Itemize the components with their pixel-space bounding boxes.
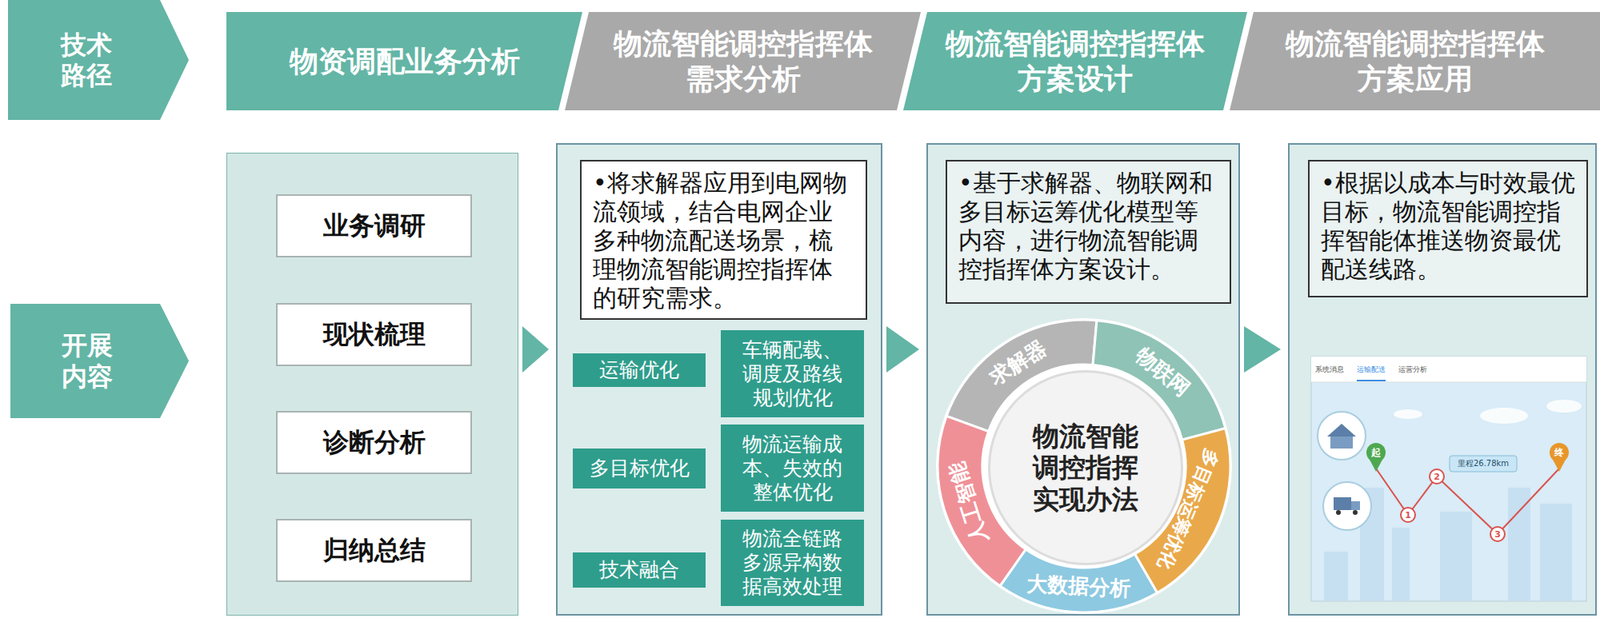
category-detail: 物流运输成本、失效的整体优化 — [720, 424, 864, 512]
route-stop — [1490, 527, 1505, 542]
city-buildings — [1324, 488, 1572, 601]
clouds — [1393, 400, 1582, 424]
design-text-box: •基于求解器、物联网和多目标运筹优化模型等内容，进行物流智能调控指挥体方案设计。 — [945, 160, 1232, 304]
node-text: •将求解器应用到电网物流领域，结合电网企业多种物流配送场景，梳理物流智能调控指挥… — [592, 168, 855, 313]
node-text: 诊断分析 — [323, 425, 426, 461]
stage-band: 物资调配业务分析 — [226, 12, 583, 111]
node-text: 开展内容 — [59, 330, 116, 392]
band-fill — [8, 0, 189, 120]
band-fill — [564, 12, 921, 111]
active-tab-mark — [1356, 380, 1386, 382]
application-text-box: •根据以成本与时效最优目标，物流智能调控指挥智能体推送物资最优配送线路。 — [1308, 160, 1588, 298]
tab-label: 运营分析 — [1398, 366, 1428, 374]
flow-arrow — [1244, 326, 1281, 373]
start-pin-tail — [1368, 458, 1384, 472]
end-pin — [1549, 443, 1569, 463]
truck-box — [1333, 497, 1352, 511]
node-text: 物流智能调控指挥实现办法 — [1030, 420, 1142, 516]
step-box: 归纳总结 — [276, 519, 472, 583]
step-box: 诊断分析 — [276, 411, 472, 475]
node-text: 物流智能调控指挥体 需求分析 — [606, 26, 880, 96]
flow-arrow — [886, 326, 920, 373]
node-text: 业务调研 — [323, 208, 426, 244]
flow-arrow — [522, 326, 549, 373]
distance-label: 里程26.78km — [1457, 460, 1509, 468]
truck-wheel — [1352, 510, 1358, 516]
truck-cab — [1351, 501, 1360, 511]
route-marker: 2 — [1433, 472, 1440, 482]
node-text: 多目标优化 — [589, 456, 690, 481]
requirement-text-box: •将求解器应用到电网物流领域，结合电网企业多种物流配送场景，梳理物流智能调控指挥… — [580, 160, 868, 320]
ring-backdrop — [936, 318, 1232, 615]
route-marker: 终 — [1554, 448, 1564, 458]
node-text: 归纳总结 — [323, 533, 426, 569]
truck-icon — [1323, 482, 1372, 531]
band-fill — [226, 12, 583, 111]
node-text: 现状梳理 — [323, 317, 426, 353]
category-detail: 车辆配载、调度及路线规划优化 — [720, 330, 864, 418]
warehouse-body — [1330, 436, 1353, 449]
band-fill — [10, 304, 189, 419]
stage-band: 物流智能调控指挥体 方案设计 — [903, 12, 1248, 111]
category-detail: 物流全链路多源异构数据高效处理 — [720, 520, 864, 607]
node-text: 车辆配载、调度及路线规划优化 — [733, 338, 852, 411]
route-marker: 起 — [1371, 448, 1381, 458]
stage-band: 物流智能调控指挥体 需求分析 — [564, 12, 921, 111]
route-stop — [1400, 508, 1416, 523]
node-text: •根据以成本与时效最优目标，物流智能调控指挥智能体推送物资最优配送线路。 — [1320, 168, 1576, 284]
path-header: 技术路径 — [8, 0, 189, 120]
content-header: 开展内容 — [10, 304, 189, 419]
band-shape — [1229, 12, 1600, 111]
ring-label: 大数据分析 — [1026, 573, 1132, 600]
node-text: •基于求解器、物联网和多目标运筹优化模型等内容，进行物流智能调控指挥体方案设计。 — [958, 168, 1219, 284]
step-box: 业务调研 — [276, 194, 472, 258]
node-text: 运输优化 — [599, 358, 680, 383]
stage-band: 物流智能调控指挥体 方案应用 — [1229, 12, 1600, 111]
truck-wheel — [1336, 510, 1341, 516]
node-text: 物流运输成本、失效的整体优化 — [733, 432, 852, 505]
band-fill — [1229, 12, 1600, 111]
band-shape — [564, 12, 921, 111]
step-box: 现状梳理 — [276, 303, 472, 367]
delivery-route — [1376, 468, 1560, 535]
node-text: 物流智能调控指挥体 方案应用 — [1278, 26, 1552, 96]
band-shape — [903, 12, 1248, 111]
route-marker: 3 — [1494, 530, 1501, 540]
node-text: 物流智能调控指挥体 方案设计 — [938, 26, 1212, 96]
start-pin — [1366, 443, 1386, 463]
tab-label: 系统消息 — [1315, 366, 1344, 374]
tab-bar-rule — [1311, 382, 1587, 384]
map-ground — [1311, 356, 1587, 602]
distance-tag — [1449, 456, 1517, 472]
node-text: 技术融合 — [599, 558, 680, 583]
tab-label: 运输配送 — [1356, 366, 1386, 374]
node-text: 物资调配业务分析 — [289, 44, 520, 79]
category-tag: 技术融合 — [572, 552, 706, 588]
warehouse-icon — [1317, 412, 1366, 460]
content-panel: •将求解器应用到电网物流领域，结合电网企业多种物流配送场景，梳理物流智能调控指挥… — [556, 143, 883, 616]
band-fill — [903, 12, 1248, 111]
core-circle: 物流智能调控指挥实现办法 — [988, 370, 1184, 566]
content-panel: 业务调研现状梳理诊断分析归纳总结 — [226, 152, 519, 616]
warehouse-roof — [1327, 424, 1356, 437]
end-pin-tail — [1552, 458, 1567, 472]
tab-bar — [1311, 356, 1587, 383]
category-tag: 多目标优化 — [572, 448, 706, 489]
route-marker: 1 — [1404, 511, 1412, 520]
node-text: 技术路径 — [58, 29, 115, 92]
route-stop — [1429, 469, 1444, 484]
node-text: 物流全链路多源异构数据高效处理 — [733, 527, 852, 600]
content-panel: •根据以成本与时效最优目标，物流智能调控指挥智能体推送物资最优配送线路。 — [1288, 143, 1597, 616]
category-tag: 运输优化 — [572, 353, 706, 388]
